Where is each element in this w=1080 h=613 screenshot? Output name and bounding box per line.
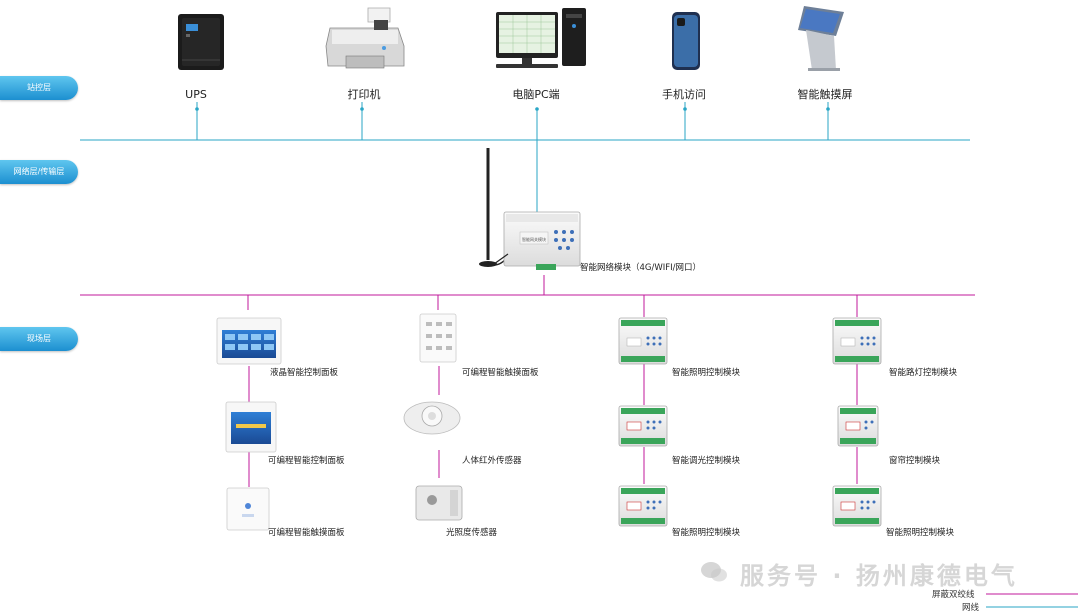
wechat-icon: [701, 562, 727, 582]
lighting-module-icon-2: [618, 485, 668, 527]
dimming-module-icon: [618, 405, 668, 447]
shielded-bus: [80, 275, 975, 487]
layer-badge-network: 网络层/传输层: [0, 160, 78, 184]
watermark: 服务号 · 扬州康德电气: [740, 562, 1018, 590]
phone-label: 手机访问: [662, 87, 706, 101]
ethernet-endpoints: [195, 107, 830, 111]
phone-icon: [672, 12, 700, 70]
ethernet-bus: [80, 102, 970, 212]
field-col1-label-3: 可编程智能触摸面板: [268, 527, 345, 538]
gateway-label: 智能网络模块（4G/WIFI/网口）: [580, 262, 701, 273]
layer-badge-field: 现场层: [0, 327, 78, 351]
light-sensor-icon: [415, 485, 463, 521]
field-col4-label-1: 智能路灯控制模块: [889, 367, 958, 378]
printer-label: 打印机: [348, 87, 381, 101]
pc-label: 电脑PC端: [512, 88, 559, 101]
ups-icon: [178, 14, 224, 70]
programmable-control-panel-icon: [225, 401, 277, 453]
field-col1-label-2: 可编程智能控制面板: [268, 455, 345, 466]
printer-icon: [325, 7, 405, 69]
field-col3-label-3: 智能照明控制模块: [672, 527, 741, 538]
field-col2-label-1: 可编程智能触摸面板: [462, 367, 539, 378]
pc-icon: [496, 8, 586, 68]
programmable-touch-panel-icon: [226, 487, 270, 531]
infrared-sensor-icon: [403, 401, 461, 435]
field-col3-label-1: 智能照明控制模块: [672, 367, 741, 378]
streetlight-module-icon: [832, 317, 882, 365]
lighting-module-icon-1: [618, 317, 668, 365]
curtain-module-icon: [837, 405, 879, 447]
ups-label: UPS: [185, 88, 207, 101]
touch-panel-icon: [419, 313, 457, 363]
touch-screen-label: 智能触摸屏: [798, 87, 853, 101]
field-col1-label-1: 液晶智能控制面板: [270, 367, 339, 378]
legend-ethernet-label: 网线: [962, 603, 980, 613]
legend-shielded-label: 屏蔽双绞线: [932, 590, 975, 600]
field-col2-label-2: 人体红外传感器: [462, 455, 522, 466]
touch-screen-kiosk-icon: [798, 6, 844, 71]
gateway-panel-text: 智能网关模块: [522, 236, 546, 242]
layer-badge-station: 站控层: [0, 76, 78, 100]
lcd-control-panel-icon: [216, 317, 282, 365]
field-col2-label-3: 光照度传感器: [446, 527, 498, 538]
lighting-module-icon-3: [832, 485, 882, 527]
field-col3-label-2: 智能调光控制模块: [672, 455, 741, 466]
field-col4-label-2: 窗帘控制模块: [889, 455, 941, 466]
gateway-module-icon: [493, 211, 581, 270]
field-col4-label-3: 智能照明控制模块: [886, 527, 955, 538]
